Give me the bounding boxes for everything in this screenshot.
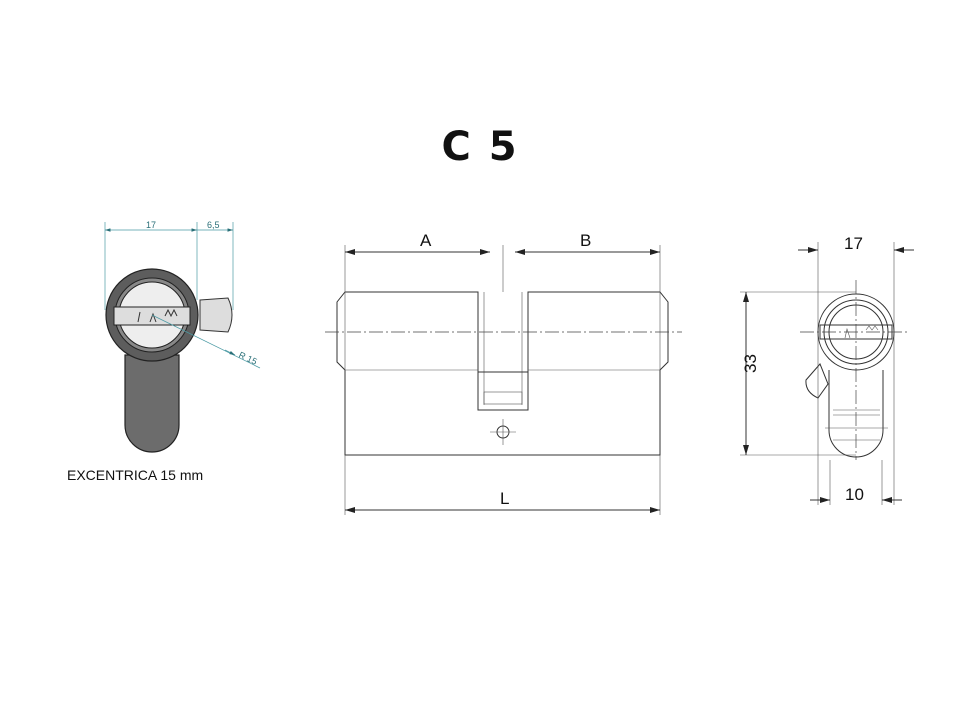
dim-l-label: L bbox=[500, 489, 509, 508]
cylinder-side-view: 17 33 10 bbox=[740, 234, 914, 505]
dim-width-label: 17 bbox=[146, 220, 156, 230]
dim-a-label: A bbox=[420, 231, 432, 250]
cylinder-front-view: A B L bbox=[325, 231, 682, 515]
side-dim-width-label: 17 bbox=[844, 234, 863, 253]
eccentric-cam-view: 17 6,5 R 15 EXCENTRICA 15 mm bbox=[67, 220, 261, 483]
cam-lever bbox=[199, 297, 233, 333]
dim-radius-label: R 15 bbox=[237, 350, 258, 367]
cylinder-profile-body bbox=[124, 354, 180, 453]
side-dim-bottom-label: 10 bbox=[845, 485, 864, 504]
dim-offset-label: 6,5 bbox=[207, 220, 220, 230]
drawing-title: C 5 bbox=[441, 124, 519, 170]
caption: EXCENTRICA 15 mm bbox=[67, 467, 203, 483]
side-dim-height-label: 33 bbox=[741, 354, 760, 373]
dim-b-label: B bbox=[580, 231, 591, 250]
